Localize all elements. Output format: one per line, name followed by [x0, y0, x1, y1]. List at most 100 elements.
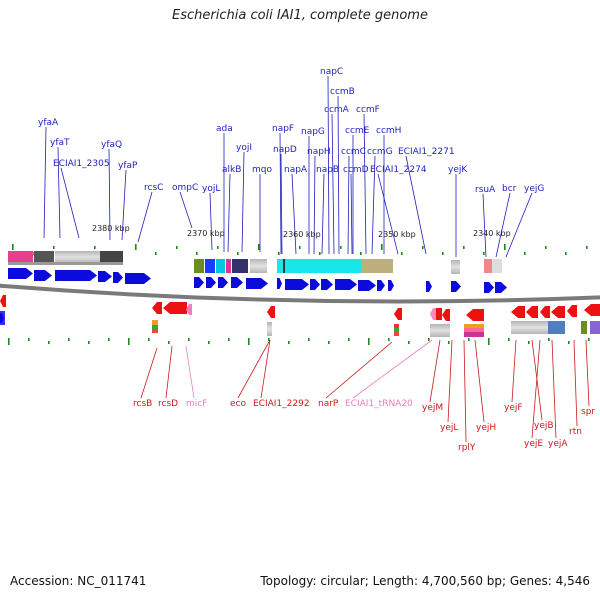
leader-line — [551, 339, 557, 439]
feature-block — [250, 259, 267, 273]
feature-block — [205, 259, 215, 273]
forward-gene-arrow — [194, 277, 204, 288]
forward-gene-arrow — [125, 273, 151, 284]
forward-gene-label: ccmE — [345, 126, 370, 136]
reverse-gene-label: yejF — [504, 403, 523, 413]
reverse-gene-label: spr — [581, 407, 595, 417]
tick-mark — [196, 252, 198, 255]
reverse-gene-arrow — [152, 302, 162, 314]
tick-mark — [328, 341, 330, 344]
forward-gene-arrow — [377, 280, 385, 291]
feature-block — [394, 324, 399, 328]
forward-gene-label: napH — [307, 147, 331, 157]
tick-mark — [442, 252, 444, 255]
reverse-gene-arrow — [584, 304, 600, 316]
tick-marks — [8, 244, 590, 345]
forward-gene-arrow — [0, 313, 4, 323]
feature-block — [216, 259, 225, 273]
leader-line — [279, 132, 282, 255]
tick-mark — [588, 338, 590, 341]
feature-block — [451, 260, 460, 274]
leader-line — [337, 95, 340, 255]
forward-gene-label: ccmF — [356, 105, 380, 115]
forward-gene-arrow — [484, 282, 494, 293]
forward-gene-label: ccmB — [330, 87, 355, 97]
reverse-gene-arrow — [511, 306, 525, 318]
scale-tick-label: 2370 kbp — [187, 229, 225, 238]
forward-gene-label: ompC — [172, 183, 198, 193]
leader-line — [511, 339, 517, 403]
leader-line — [363, 113, 367, 255]
feature-block — [152, 329, 158, 333]
feature-block — [464, 332, 484, 337]
tick-mark — [408, 341, 410, 344]
scale-tick-label: 2360 kbp — [283, 230, 321, 239]
reverse-gene-arrow — [0, 295, 6, 307]
leader-line — [209, 192, 213, 251]
leader-line — [327, 75, 330, 255]
tick-mark — [586, 246, 588, 249]
tick-mark — [568, 341, 570, 344]
leader-line — [371, 155, 376, 255]
reverse-gene-arrow — [466, 309, 484, 321]
feature-block — [277, 259, 361, 273]
tick-mark — [258, 244, 260, 250]
leader-line — [585, 339, 590, 407]
forward-gene-label: alkB — [222, 165, 241, 175]
genome-summary-text: Topology: circular; Length: 4,700,560 bp… — [260, 574, 590, 588]
backbone-line — [0, 283, 600, 304]
forward-gene-label: napF — [272, 124, 294, 134]
reverse-gene-label: rcsD — [158, 399, 178, 409]
feature-block — [590, 321, 600, 334]
leader-line — [121, 169, 127, 241]
tick-mark — [545, 246, 547, 249]
feature-block — [581, 321, 587, 334]
reverse-gene-arrow — [163, 302, 187, 314]
forward-gene-label: rcsC — [144, 183, 163, 193]
leader-line — [405, 155, 427, 255]
leader-line — [137, 191, 153, 243]
leader-line — [227, 173, 231, 253]
tick-mark — [463, 246, 465, 249]
feature-block — [232, 259, 248, 273]
reverse-gene-label: rplY — [458, 443, 476, 453]
reverse-gene-arrow — [540, 306, 550, 318]
tick-mark — [360, 252, 362, 255]
tick-mark — [504, 244, 506, 250]
tick-mark — [237, 252, 239, 255]
reverse-gene-label: yejB — [534, 421, 554, 431]
forward-gene-label: ada — [216, 124, 233, 134]
tick-mark — [188, 338, 190, 341]
forward-gene-label: yejG — [524, 184, 544, 194]
tick-mark — [135, 244, 137, 250]
forward-gene-arrow — [495, 282, 507, 293]
forward-gene-arrow — [358, 280, 376, 291]
feature-block — [511, 321, 536, 334]
reverse-gene-arrow — [551, 306, 565, 318]
forward-gene-label: ccmC — [341, 147, 366, 157]
forward-gene-label: rsuA — [475, 185, 496, 195]
forward-gene-label: yfaT — [50, 138, 70, 148]
tick-mark — [88, 341, 90, 344]
leader-line — [313, 155, 316, 255]
feature-block — [548, 321, 565, 334]
tick-mark — [288, 341, 290, 344]
tick-mark — [565, 252, 567, 255]
reverse-gene-label: yejH — [476, 423, 496, 433]
accession-text: Accession: NC_011741 — [10, 574, 147, 588]
leader-line — [321, 173, 325, 255]
leader-line — [237, 339, 271, 399]
tick-mark — [340, 246, 342, 249]
forward-gene-label: napC — [320, 67, 343, 77]
forward-gene-label: yfaQ — [101, 140, 122, 150]
tick-mark — [248, 338, 250, 345]
reverse-gene-label: narP — [318, 399, 339, 409]
forward-gene-label: ccmA — [324, 105, 350, 115]
feature-block — [152, 320, 158, 325]
tick-mark — [422, 246, 424, 249]
forward-gene-label: ECIAI1_2305 — [53, 159, 110, 169]
leader-line — [280, 153, 283, 255]
forward-gene-arrow — [321, 279, 333, 290]
tick-mark — [488, 338, 490, 345]
